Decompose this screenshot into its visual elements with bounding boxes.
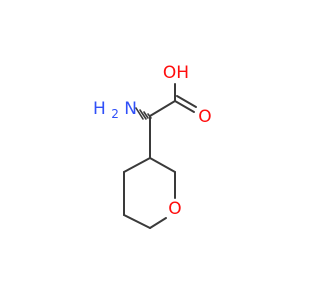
amine-n: N bbox=[124, 99, 137, 119]
side-chain-bonds bbox=[149, 83, 197, 159]
carbonyl-double-bond-a bbox=[174, 100, 195, 113]
hydroxyl-label: OH bbox=[163, 63, 189, 83]
amine-h: H bbox=[93, 99, 106, 119]
ring-bond-c3-c2 bbox=[149, 157, 176, 173]
ring-bond-c4-c3 bbox=[123, 157, 151, 173]
ring-bond-o-c6 bbox=[149, 217, 167, 229]
structure-diagram: OH O O H 2 N bbox=[93, 63, 212, 229]
bond-alpha-carboxyl bbox=[149, 100, 176, 117]
ring-bond-c6-c5 bbox=[123, 214, 151, 229]
carbonyl-oxygen-label: O bbox=[198, 107, 211, 127]
stereo-hashed-bond bbox=[135, 107, 152, 120]
ring-oxygen-label: O bbox=[168, 199, 181, 219]
carbonyl-double-bond-b bbox=[176, 95, 197, 108]
amine-label: H 2 N bbox=[93, 99, 137, 123]
amine-subscript: 2 bbox=[111, 107, 119, 121]
ring-bonds bbox=[123, 157, 176, 229]
